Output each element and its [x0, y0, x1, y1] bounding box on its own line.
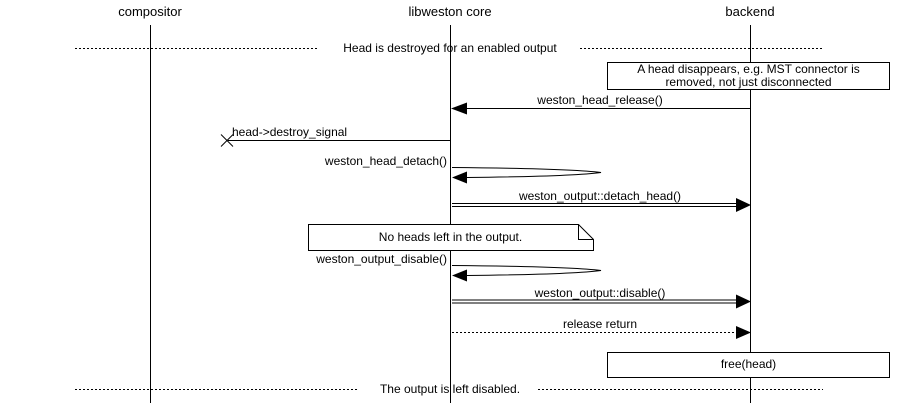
message-label-head-destroy-signal: head->destroy_signal [232, 125, 348, 139]
note-line-2: removed, not just disconnected [665, 75, 832, 89]
note-head-disappears-text: A head disappears, e.g. MST connector is… [607, 62, 890, 90]
self-call-weston-head-detach [451, 167, 602, 184]
message-label-weston-output-detach-head: weston_output::detach_head() [518, 189, 682, 203]
lost-message-cross [220, 134, 234, 147]
note-no-heads-box [308, 224, 594, 251]
arrowhead-left [451, 102, 467, 115]
arrow-weston-output-disable [452, 294, 751, 309]
arrowhead-left [452, 269, 467, 282]
message-label-weston-output-disable: weston_output::disable() [534, 286, 666, 300]
message-label-weston-head-release: weston_head_release() [537, 93, 663, 107]
message-label-weston-head-detach: weston_head_detach() [324, 154, 447, 168]
note-line-1: A head disappears, e.g. MST connector is [637, 62, 860, 76]
box-free-head [607, 352, 890, 378]
message-label-release-return: release return [562, 317, 638, 331]
arrow-weston-head-release [451, 102, 751, 115]
self-call-weston-output-disable [451, 265, 602, 282]
arrow-weston-output-detach-head [452, 198, 751, 212]
note-no-heads-text: No heads left in the output. [378, 229, 523, 244]
note-fold-corner [578, 224, 594, 240]
note-head-disappears-box [607, 62, 890, 90]
message-label-weston-output-disable-call: weston_output_disable() [316, 252, 447, 266]
arrowhead-right [736, 294, 751, 309]
arrow-head-destroy-signal [220, 134, 450, 147]
box-free-head-text: free(head) [720, 357, 777, 371]
participant-label-libweston-core: libweston core [408, 4, 492, 19]
participant-label-compositor: compositor [118, 4, 182, 19]
arrowhead-right [736, 326, 751, 339]
divider-bottom-label: The output is left disabled. [379, 382, 521, 396]
arrowhead-right [736, 198, 751, 212]
participant-label-backend: backend [725, 4, 775, 19]
divider-top-label: Head is destroyed for an enabled output [343, 41, 557, 55]
arrow-release-return [452, 326, 751, 339]
arrowhead-left [452, 171, 467, 184]
